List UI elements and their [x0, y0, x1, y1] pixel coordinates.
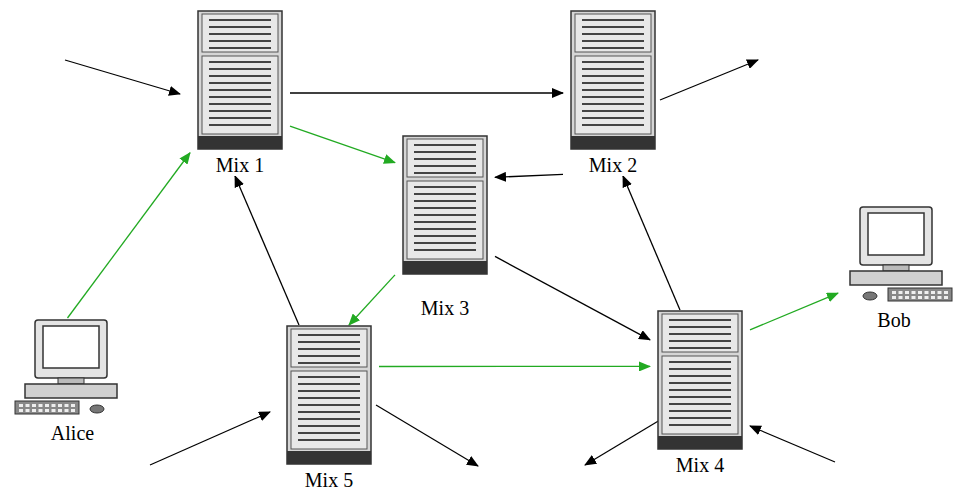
computer-icon	[834, 205, 954, 305]
node-label: Alice	[49, 422, 96, 444]
server-icon	[286, 325, 372, 465]
user-computer: Alice	[10, 318, 135, 444]
node-label: Mix 4	[674, 454, 726, 476]
user-computer: Bob	[838, 205, 950, 331]
server-icon	[657, 310, 743, 450]
message-route	[349, 275, 395, 325]
node-label: Bob	[875, 309, 912, 331]
node-label: Mix 5	[303, 469, 355, 491]
computer-icon	[13, 318, 133, 418]
mix-link	[623, 176, 680, 310]
mix-server: Mix 1	[190, 10, 290, 176]
message-route	[379, 366, 650, 367]
node-label: Mix 1	[214, 154, 266, 176]
node-label: Mix 3	[419, 297, 471, 319]
mix-server: Mix 3	[395, 135, 495, 319]
message-route	[750, 293, 838, 330]
mix-link	[495, 256, 650, 339]
mix-server: Mix 2	[563, 10, 663, 176]
external-traffic	[65, 60, 835, 466]
message-route	[290, 126, 395, 162]
mix-link	[235, 176, 299, 325]
mix-server: Mix 5	[279, 325, 379, 491]
mix-link	[290, 92, 563, 93]
message-route	[68, 153, 191, 318]
server-icon	[402, 135, 488, 275]
mix-server: Mix 4	[650, 310, 750, 476]
server-icon	[197, 10, 283, 150]
node-label: Mix 2	[587, 154, 639, 176]
mix-link	[495, 174, 563, 177]
server-icon	[570, 10, 656, 150]
